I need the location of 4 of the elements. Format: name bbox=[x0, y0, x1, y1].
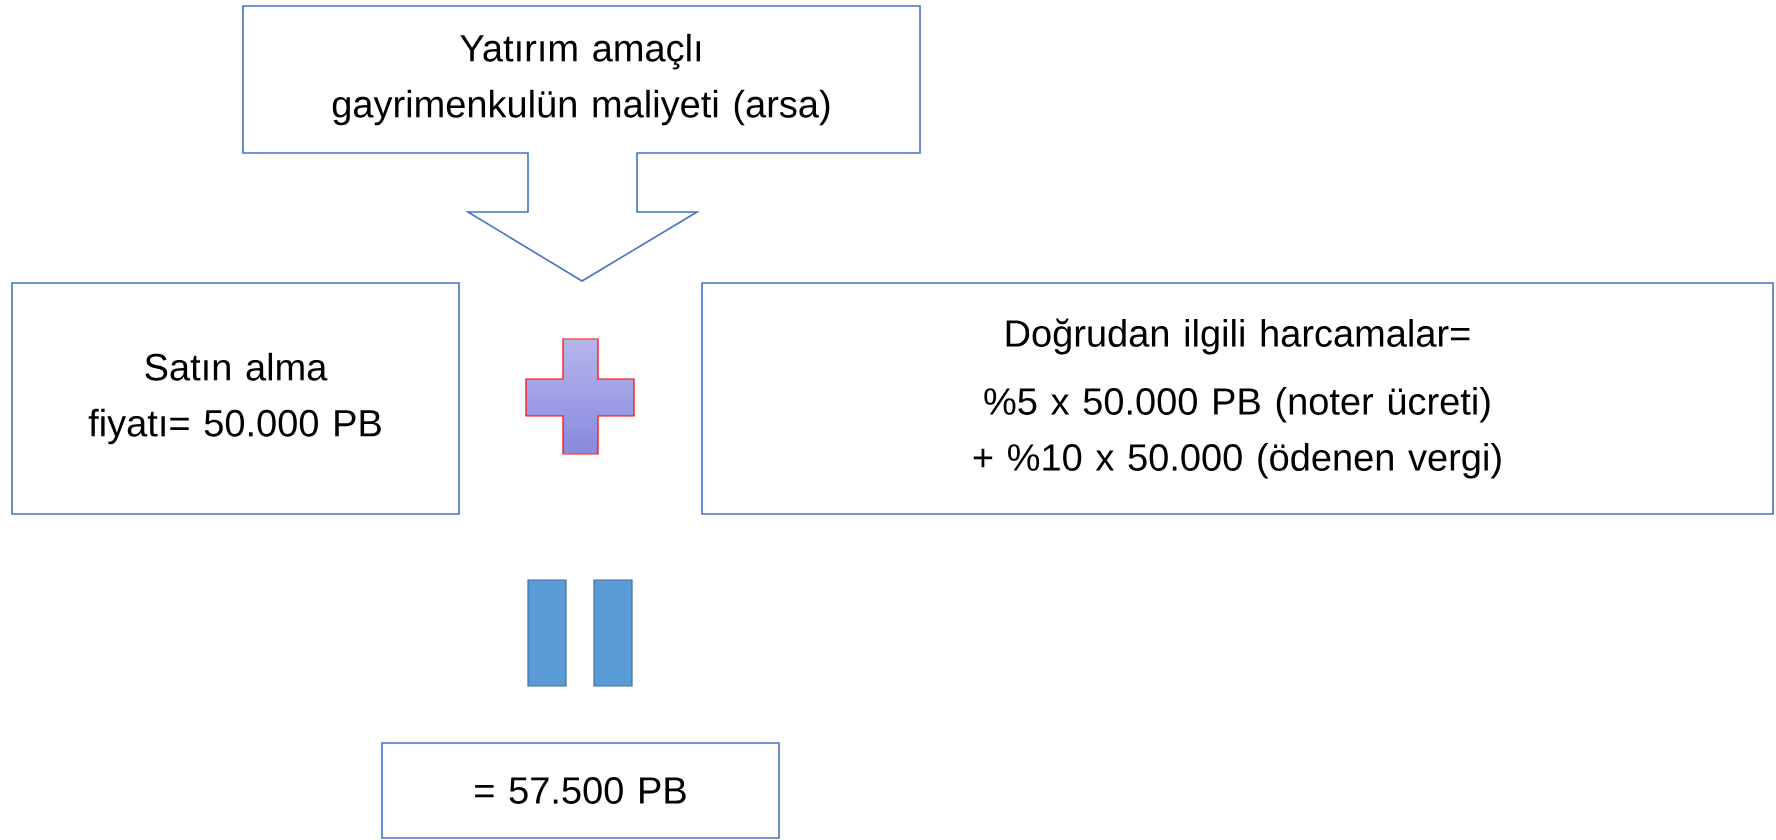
text-box: Doğrudan ilgili harcamalar= %5 x 50.000 PB (noter ücreti) + %10 x 50.000 (ödenen vergi) bbox=[701, 282, 1774, 515]
callout-box: Yatırım amaçlı gayrimenkulün maliyeti (arsa) bbox=[242, 5, 921, 282]
text-box: Satın alma fiyatı= 50.000 PB bbox=[11, 282, 460, 515]
text-box: = 57.500 PB bbox=[381, 742, 780, 839]
